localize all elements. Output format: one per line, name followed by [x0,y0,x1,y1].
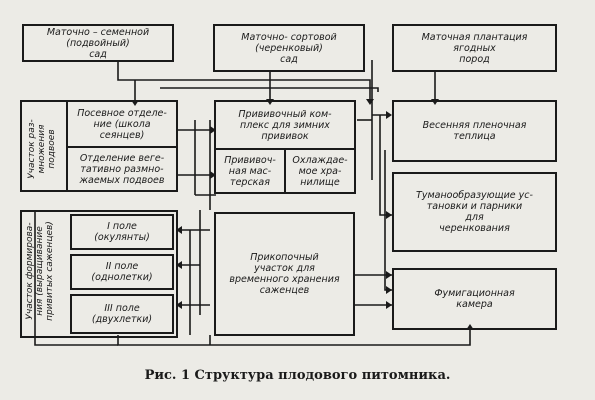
arrowhead [176,261,182,269]
arrowhead [386,111,392,119]
mother-variety-orchard-box: Маточно- сортовой (черенковый) сад [213,24,365,72]
field-3-box: III поле (двухлетки) [70,294,174,334]
grafting-complex-box: Прививочный ком- плекс для зимних привив… [214,100,356,150]
field-2-box: II поле (однолетки) [70,254,174,290]
arrowhead [386,271,392,279]
mother-variety-orchard-label: Маточно- сортовой (черенковый) сад [241,31,337,65]
arrowhead [386,301,392,309]
heel-in-area-box: Прикопочный участок для временного хране… [214,212,355,336]
arrowhead [386,211,392,219]
mother-seed-orchard-box: Маточно – семенной (подвойный) сад [22,24,174,62]
mother-berry-plantation-box: Маточная плантация ягодных пород [392,24,557,72]
formation-area-label: Участок формирова- ния (выращивание прив… [25,221,55,321]
connector-line [379,115,392,216]
arrowhead [210,171,216,179]
field-3-label: III поле (двухлетки) [91,303,153,325]
spring-greenhouse-label: Весенняя пленочная теплица [422,120,527,142]
grafting-complex-label: Прививочный ком- плекс для зимних привив… [238,108,332,142]
connector-line [34,210,118,346]
formation-area-box [20,210,178,338]
arrowhead [210,126,216,134]
connector-line [117,60,371,99]
cold-storage-box: Охлаждае- мое хра- нилище [284,148,356,194]
fumigation-chamber-label: Фумигационная камера [434,288,515,310]
arrowhead [176,301,182,309]
arrowhead [366,99,374,105]
cold-storage-label: Охлаждае- мое хра- нилище [292,154,348,188]
fog-units-box: Туманообразующие ус- тановки и парники д… [392,172,557,252]
sowing-department-label: Посевное отделе- ние (школа сеянцев) [77,107,167,141]
grafting-workshop-box: Прививоч- ная мас- терская [214,148,286,194]
connector-line [117,330,471,346]
grafting-workshop-label: Прививоч- ная мас- терская [224,154,276,188]
fumigation-chamber-box: Фумигационная камера [392,268,557,330]
connector-line [270,87,379,92]
field-1-box: I поле (окулянты) [70,214,174,250]
field-1-label: I поле (окулянты) [94,221,150,243]
fog-units-label: Туманообразующие ус- тановки и парники д… [416,190,533,234]
mother-seed-orchard-label: Маточно – семенной (подвойный) сад [46,26,150,60]
figure-caption: Рис. 1 Структура плодового питомника. [144,368,451,383]
mother-berry-plantation-label: Маточная плантация ягодных пород [421,31,528,65]
propagation-area-label: Участок раз- множения подвоев [27,119,57,179]
connector-line [384,150,392,291]
spring-greenhouse-box: Весенняя пленочная теплица [392,100,557,162]
arrowhead [386,286,392,294]
field-2-label: II поле (однолетки) [91,261,153,283]
heel-in-area-label: Прикопочный участок для временного хране… [229,252,340,296]
arrowhead [176,226,182,234]
sowing-department-box: Посевное отделе- ние (школа сеянцев) [66,100,178,148]
vegetative-department-label: Отделение веге- тативно размно- жаемых п… [79,152,165,186]
vegetative-department-box: Отделение веге- тативно размно- жаемых п… [66,146,178,192]
